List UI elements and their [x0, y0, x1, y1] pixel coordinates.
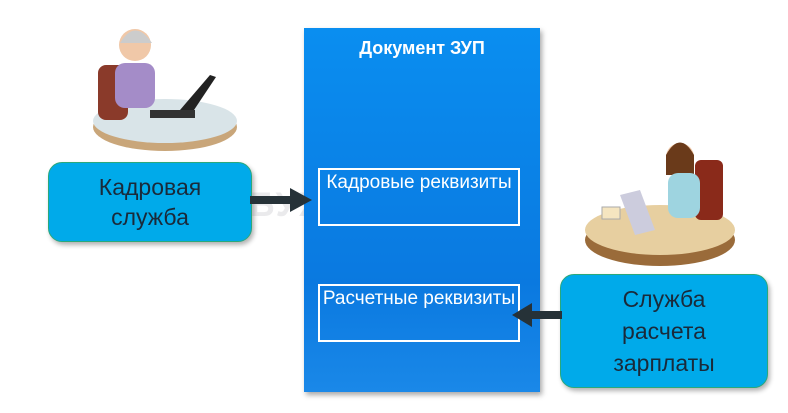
- arrow-right-icon: [250, 188, 312, 212]
- hr-worker-illustration: [93, 29, 237, 151]
- payroll-worker-illustration: [585, 142, 735, 266]
- payroll-department-box: Служба расчета зарплаты: [560, 274, 768, 388]
- zup-document: Документ ЗУП Кадровые реквизиты Расчетны…: [304, 28, 540, 392]
- payroll-department-label: Служба расчета зарплаты: [613, 286, 715, 376]
- document-title: Документ ЗУП: [359, 38, 485, 58]
- hr-department-box: Кадровая служба: [48, 162, 252, 242]
- hr-department-label: Кадровая служба: [98, 174, 202, 230]
- arrow-left-icon: [512, 303, 562, 327]
- hr-fields-box: Кадровые реквизиты: [318, 168, 520, 226]
- payroll-fields-box: Расчетные реквизиты: [318, 284, 520, 342]
